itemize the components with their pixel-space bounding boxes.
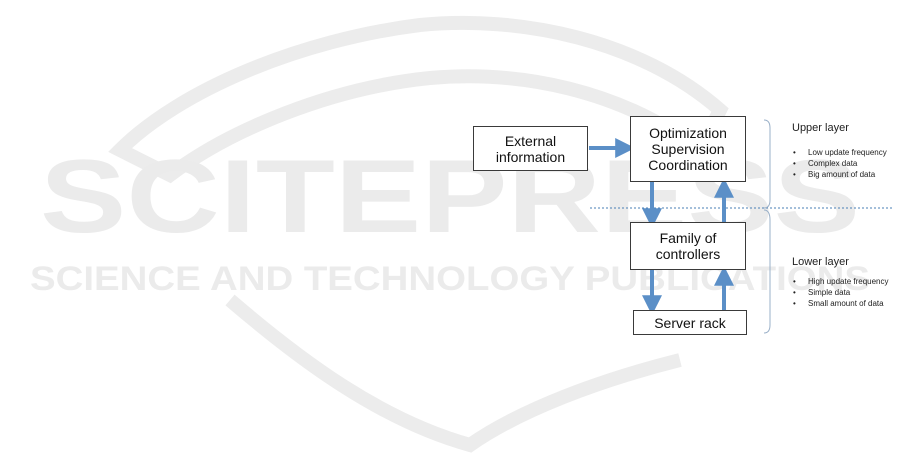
external-information-box: External information — [473, 126, 588, 171]
lower-layer-title: Lower layer — [792, 256, 849, 268]
family-of-controllers-label: Family of controllers — [656, 230, 721, 262]
lower-layer-item: High update frequency — [793, 276, 889, 287]
optimization-box: Optimization Supervision Coordination — [630, 116, 746, 182]
lower-layer-list: High update frequency Simple data Small … — [793, 276, 889, 309]
upper-layer-item: Big amount of data — [793, 169, 887, 180]
upper-layer-list: Low update frequency Complex data Big am… — [793, 147, 887, 180]
upper-layer-item: Low update frequency — [793, 147, 887, 158]
family-of-controllers-box: Family of controllers — [630, 222, 746, 270]
external-information-label: External information — [496, 133, 565, 165]
server-rack-box: Server rack — [633, 310, 747, 335]
lower-layer-bracket — [764, 210, 770, 333]
upper-layer-title: Upper layer — [792, 122, 849, 134]
lower-layer-item: Small amount of data — [793, 298, 889, 309]
upper-layer-item: Complex data — [793, 158, 887, 169]
server-rack-label: Server rack — [654, 315, 726, 331]
optimization-label: Optimization Supervision Coordination — [648, 125, 727, 173]
lower-layer-item: Simple data — [793, 287, 889, 298]
upper-layer-bracket — [764, 120, 770, 208]
